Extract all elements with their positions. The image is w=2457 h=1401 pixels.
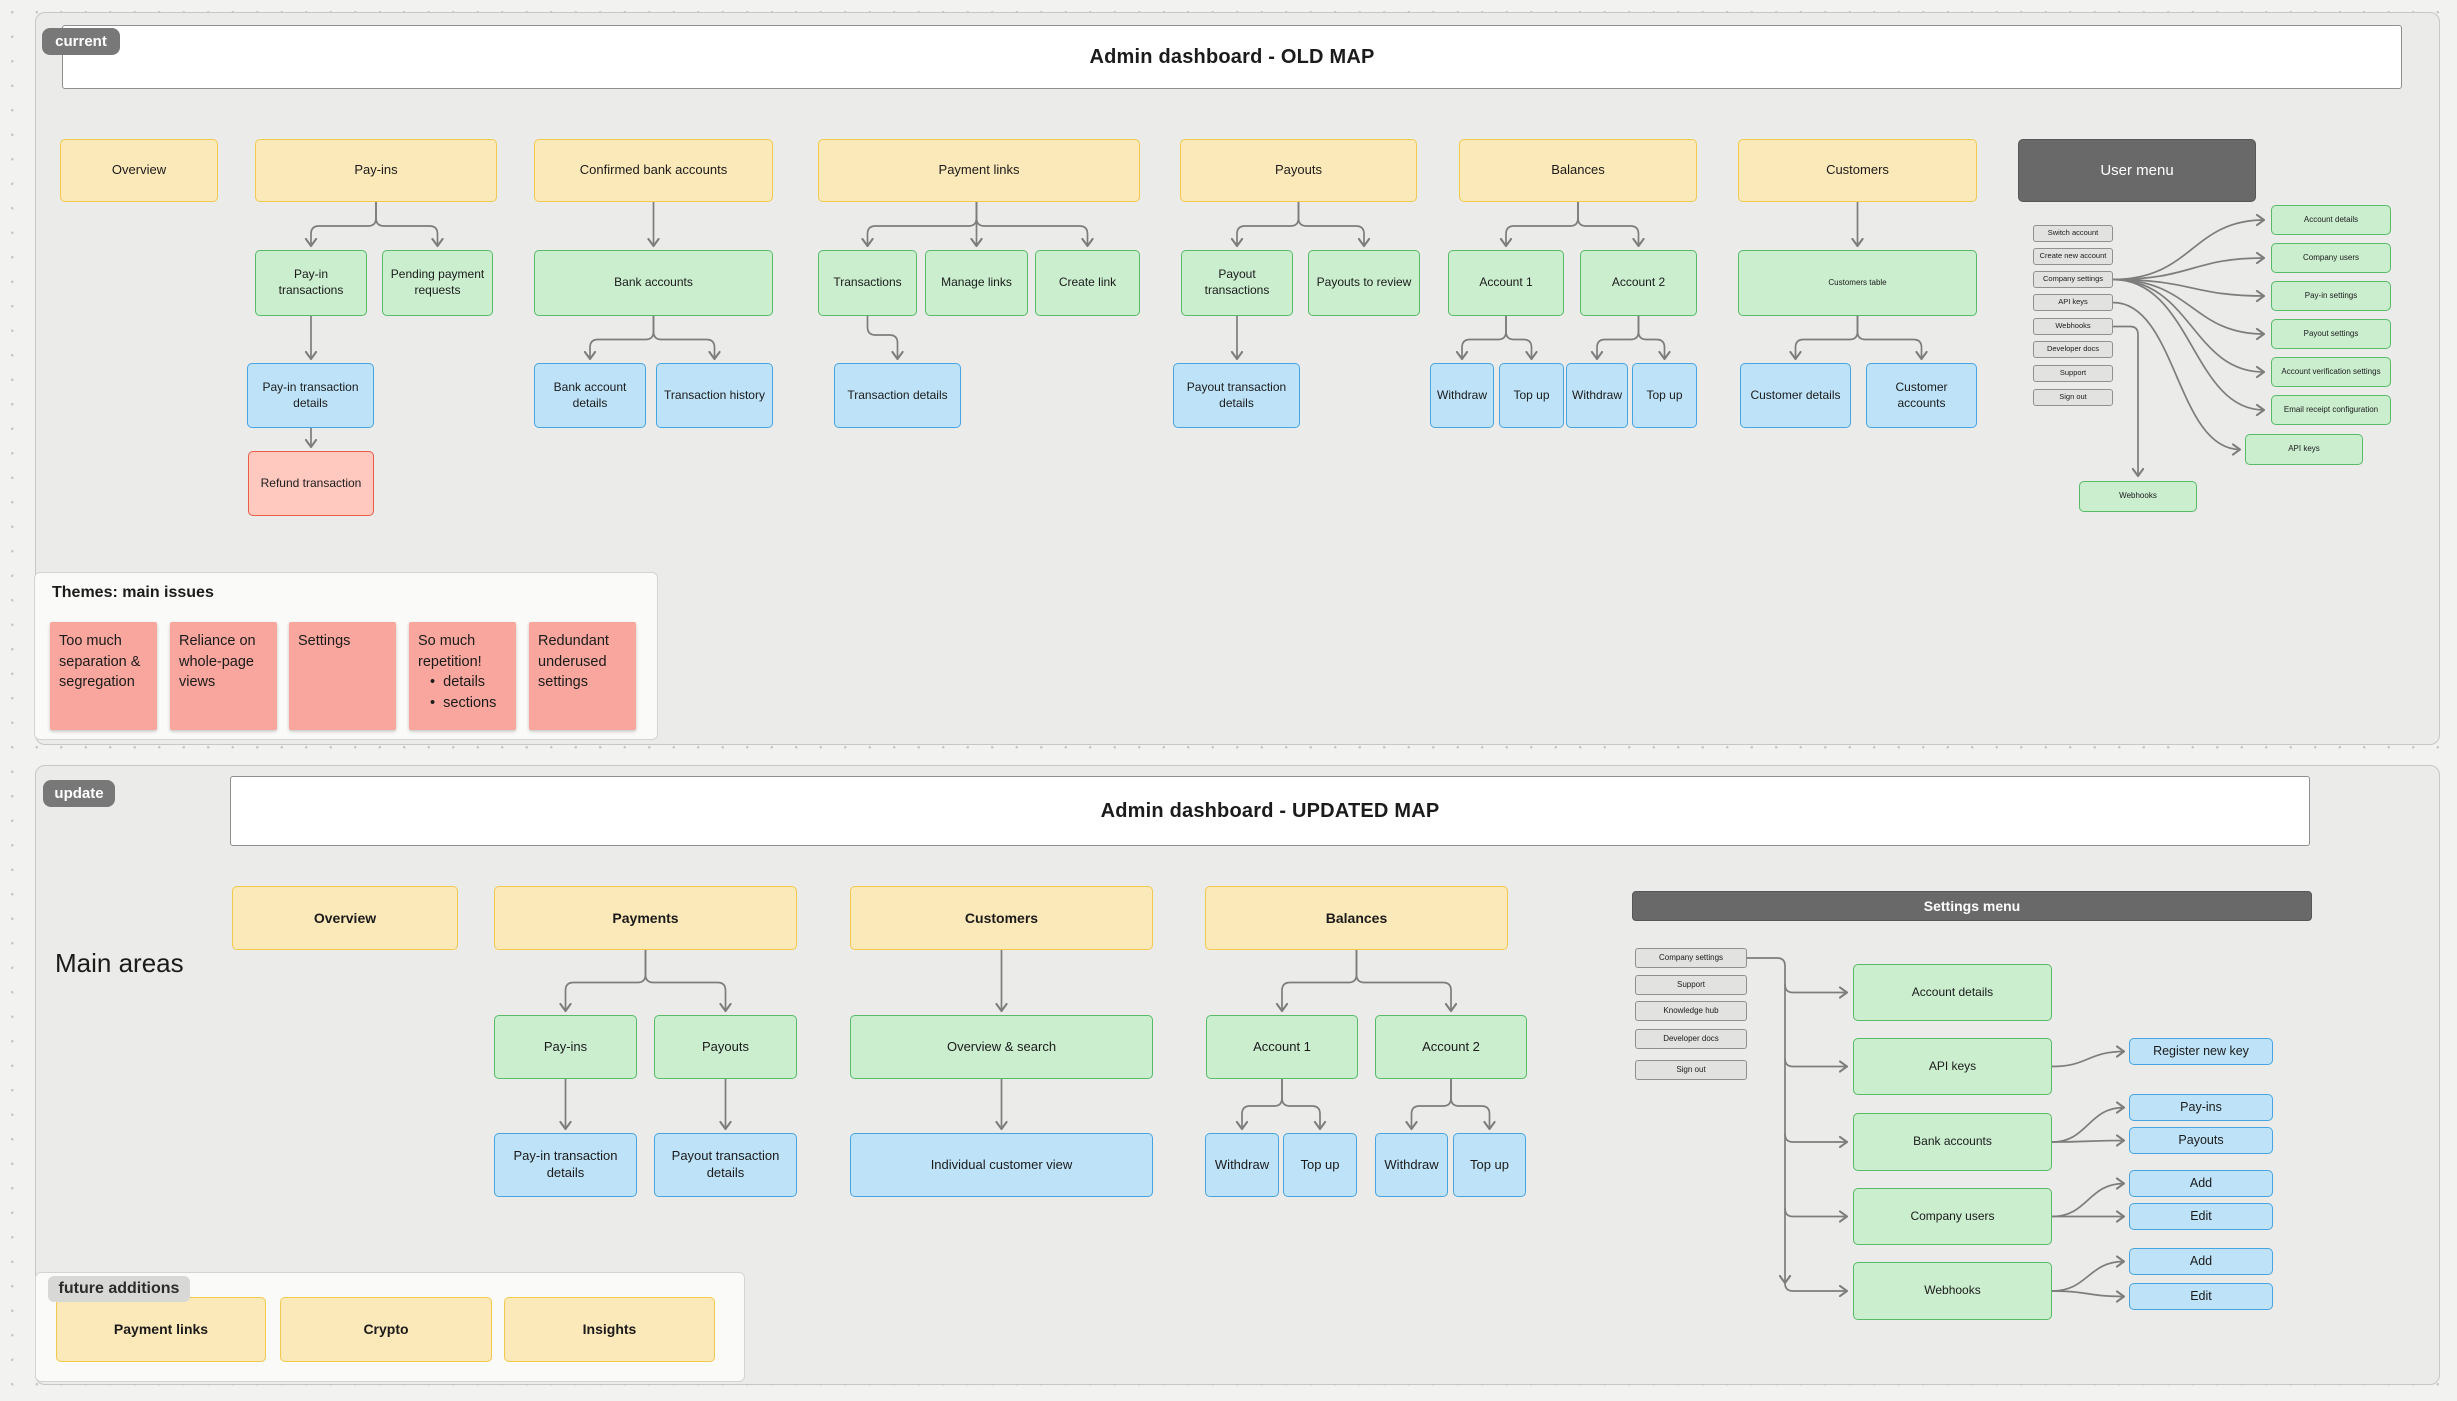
user-menu-page-webhooks[interactable]: Webhooks (2079, 481, 2197, 512)
user-menu-item-developer-docs[interactable]: Developer docs (2033, 341, 2113, 358)
user-menu-item-api-keys[interactable]: API keys (2033, 294, 2113, 311)
new-node-individual-customer-view[interactable]: Individual customer view (850, 1133, 1153, 1197)
frame-badge-update[interactable]: update (43, 780, 115, 807)
new-node-overview-search[interactable]: Overview & search (850, 1015, 1153, 1079)
themes-title[interactable]: Themes: main issues (52, 584, 214, 601)
frame-badge-current[interactable]: current (42, 28, 120, 55)
user-menu-item-company-settings[interactable]: Company settings (2033, 271, 2113, 288)
user-menu-item-webhooks[interactable]: Webhooks (2033, 318, 2113, 335)
old-node-bank-accounts[interactable]: Bank accounts (534, 250, 773, 316)
settings-action-register-new-key[interactable]: Register new key (2129, 1038, 2273, 1065)
user-menu-item-support[interactable]: Support (2033, 365, 2113, 382)
old-node-transaction-history[interactable]: Transaction history (656, 363, 773, 428)
settings-page-api-keys[interactable]: API keys (1853, 1038, 2052, 1095)
user-menu-item-sign-out[interactable]: Sign out (2033, 389, 2113, 406)
old-header-pay-ins[interactable]: Pay-ins (255, 139, 497, 202)
settings-item-company-settings[interactable]: Company settings (1635, 948, 1747, 968)
sticky-redundant-settings[interactable]: Redundant underused settings (529, 622, 636, 730)
old-header-payment-links[interactable]: Payment links (818, 139, 1140, 202)
new-header-balances[interactable]: Balances (1205, 886, 1508, 950)
settings-page-account-details[interactable]: Account details (1853, 964, 2052, 1021)
settings-action-pay-ins[interactable]: Pay-ins (2129, 1094, 2273, 1121)
new-node-payouts[interactable]: Payouts (654, 1015, 797, 1079)
old-header-overview[interactable]: Overview (60, 139, 218, 202)
old-node-pay-in-transactions[interactable]: Pay-in transactions (255, 250, 367, 316)
old-node-refund-transaction[interactable]: Refund transaction (248, 451, 374, 516)
old-node-bank-account-details[interactable]: Bank account details (534, 363, 646, 428)
old-node-account-1[interactable]: Account 1 (1448, 250, 1564, 316)
settings-item-developer-docs[interactable]: Developer docs (1635, 1029, 1747, 1049)
old-node-account2-top-up[interactable]: Top up (1632, 363, 1697, 428)
user-menu-page-company-users[interactable]: Company users (2271, 243, 2391, 273)
future-node-payment-links[interactable]: Payment links (56, 1297, 266, 1362)
main-areas-label[interactable]: Main areas (55, 948, 184, 978)
old-node-payout-transactions[interactable]: Payout transactions (1181, 250, 1293, 316)
settings-item-support[interactable]: Support (1635, 975, 1747, 995)
new-node-account-1[interactable]: Account 1 (1206, 1015, 1358, 1079)
old-node-account1-top-up[interactable]: Top up (1499, 363, 1564, 428)
old-node-account2-withdraw[interactable]: Withdraw (1566, 363, 1628, 428)
sticky-repetition-bullet-details: details (418, 672, 507, 693)
old-header-user-menu[interactable]: User menu (2018, 139, 2256, 202)
new-node-account1-top-up[interactable]: Top up (1283, 1133, 1357, 1197)
future-node-insights[interactable]: Insights (504, 1297, 715, 1362)
settings-item-knowledge-hub[interactable]: Knowledge hub (1635, 1001, 1747, 1021)
old-node-transactions[interactable]: Transactions (818, 250, 917, 316)
user-menu-page-payout-settings[interactable]: Payout settings (2271, 319, 2391, 349)
sticky-so-much-repetition[interactable]: So much repetition! details sections (409, 622, 516, 730)
old-node-account-2[interactable]: Account 2 (1580, 250, 1697, 316)
future-additions-label[interactable]: future additions (48, 1276, 190, 1302)
new-header-payments[interactable]: Payments (494, 886, 797, 950)
user-menu-page-pay-in-settings[interactable]: Pay-in settings (2271, 281, 2391, 311)
new-header-overview[interactable]: Overview (232, 886, 458, 950)
old-node-customer-accounts[interactable]: Customer accounts (1866, 363, 1977, 428)
settings-action-webhooks-edit[interactable]: Edit (2129, 1283, 2273, 1310)
user-menu-page-account-verification-settings[interactable]: Account verification settings (2271, 357, 2391, 387)
user-menu-item-create-new-account[interactable]: Create new account (2033, 248, 2113, 265)
future-node-crypto[interactable]: Crypto (280, 1297, 492, 1362)
old-node-account1-withdraw[interactable]: Withdraw (1430, 363, 1494, 428)
new-node-account-2[interactable]: Account 2 (1375, 1015, 1527, 1079)
user-menu-page-account-details[interactable]: Account details (2271, 205, 2391, 235)
sticky-reliance-whole-page[interactable]: Reliance on whole-page views (170, 622, 277, 730)
new-node-account2-top-up[interactable]: Top up (1453, 1133, 1526, 1197)
sticky-repetition-bullet-sections: sections (418, 693, 507, 714)
sticky-repetition-title: So much repetition! (418, 633, 482, 670)
user-menu-item-switch-account[interactable]: Switch account (2033, 225, 2113, 242)
old-node-pending-payment-requests[interactable]: Pending payment requests (382, 250, 493, 316)
old-map-title[interactable]: Admin dashboard - OLD MAP (62, 25, 2402, 89)
new-node-account1-withdraw[interactable]: Withdraw (1205, 1133, 1279, 1197)
sticky-settings[interactable]: Settings (289, 622, 396, 730)
sticky-too-much-separation[interactable]: Too much separation & segregation (50, 622, 157, 730)
settings-item-sign-out[interactable]: Sign out (1635, 1060, 1747, 1080)
old-node-customer-details[interactable]: Customer details (1740, 363, 1851, 428)
new-node-payout-transaction-details[interactable]: Payout transaction details (654, 1133, 797, 1197)
settings-action-users-add[interactable]: Add (2129, 1170, 2273, 1197)
user-menu-page-api-keys[interactable]: API keys (2245, 434, 2363, 465)
settings-menu-header[interactable]: Settings menu (1632, 891, 2312, 921)
new-node-account2-withdraw[interactable]: Withdraw (1375, 1133, 1448, 1197)
updated-map-title[interactable]: Admin dashboard - UPDATED MAP (230, 776, 2310, 846)
new-node-pay-in-transaction-details[interactable]: Pay-in transaction details (494, 1133, 637, 1197)
old-node-payout-transaction-details[interactable]: Payout transaction details (1173, 363, 1300, 428)
settings-action-payouts[interactable]: Payouts (2129, 1127, 2273, 1154)
settings-page-webhooks[interactable]: Webhooks (1853, 1262, 2052, 1320)
user-menu-page-email-receipt-configuration[interactable]: Email receipt configuration (2271, 395, 2391, 425)
settings-page-bank-accounts[interactable]: Bank accounts (1853, 1113, 2052, 1171)
new-header-customers[interactable]: Customers (850, 886, 1153, 950)
old-node-pay-in-transaction-details[interactable]: Pay-in transaction details (247, 363, 374, 428)
old-node-customers-table[interactable]: Customers table (1738, 250, 1977, 316)
settings-action-users-edit[interactable]: Edit (2129, 1203, 2273, 1230)
settings-action-webhooks-add[interactable]: Add (2129, 1248, 2273, 1275)
old-node-transaction-details[interactable]: Transaction details (834, 363, 961, 428)
old-header-balances[interactable]: Balances (1459, 139, 1697, 202)
settings-page-company-users[interactable]: Company users (1853, 1188, 2052, 1245)
new-node-pay-ins[interactable]: Pay-ins (494, 1015, 637, 1079)
old-header-payouts[interactable]: Payouts (1180, 139, 1417, 202)
old-header-customers[interactable]: Customers (1738, 139, 1977, 202)
old-node-manage-links[interactable]: Manage links (925, 250, 1028, 316)
old-header-confirmed-bank-accounts[interactable]: Confirmed bank accounts (534, 139, 773, 202)
old-node-create-link[interactable]: Create link (1035, 250, 1140, 316)
old-node-payouts-to-review[interactable]: Payouts to review (1308, 250, 1420, 316)
